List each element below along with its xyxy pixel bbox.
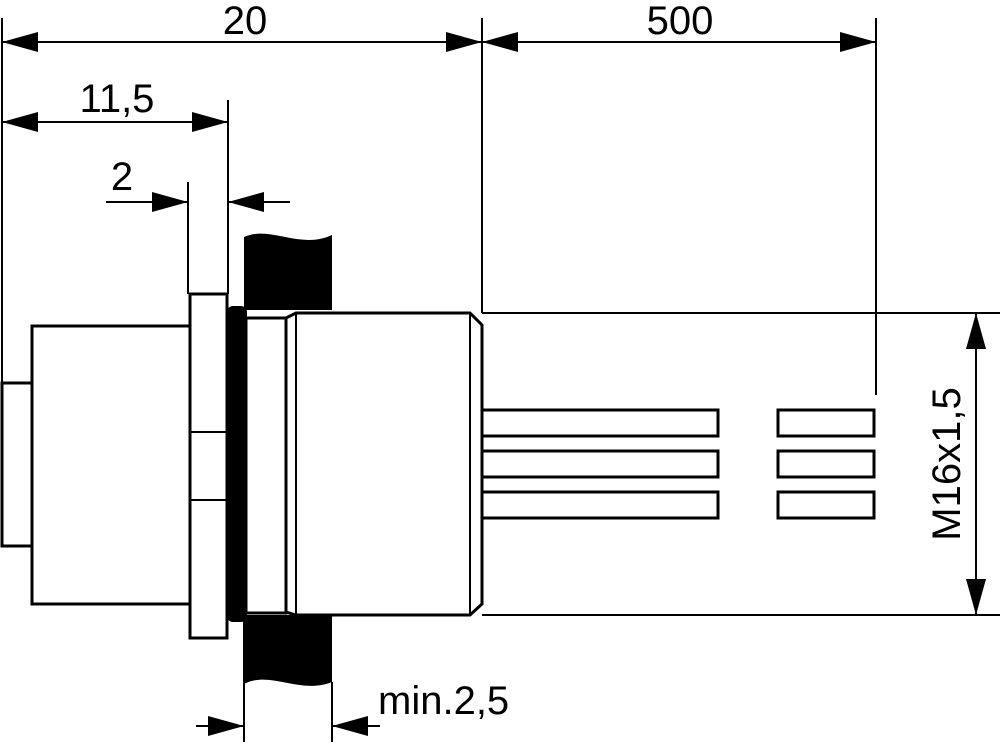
dimension-wall-thickness: min.2,5: [196, 679, 509, 736]
wire-3-far: [776, 490, 876, 520]
dimension-label-20: 20: [223, 0, 268, 43]
wire-1-near: [480, 408, 720, 438]
dimension-label-2: 2: [111, 155, 133, 199]
dimension-label-thread: M16x1,5: [925, 387, 969, 540]
threaded-housing: [284, 311, 484, 617]
dimension-label-500: 500: [647, 0, 714, 43]
dimension-flange-thickness: 2: [106, 155, 290, 212]
o-ring-seal: [227, 306, 247, 622]
dimension-overall-length: 20: [2, 0, 482, 52]
wire-2-far: [776, 449, 876, 479]
dimension-label-11-5: 11,5: [80, 77, 155, 121]
panel-wall-upper: [244, 233, 332, 310]
dimension-front-to-flange: 11,5: [2, 77, 228, 132]
dimension-label-wall: min.2,5: [378, 679, 509, 723]
wire-1-far: [776, 408, 876, 438]
rear-body: [30, 324, 192, 606]
cable-wires: [480, 408, 876, 520]
wire-3-near: [480, 490, 720, 520]
rear-cap: [0, 381, 36, 548]
panel-wall-lower: [244, 615, 332, 686]
flange-nut: [188, 292, 229, 640]
extension-lines: [1, 18, 1000, 742]
dimension-cable-length: 500: [482, 0, 876, 52]
thread-collar: [244, 316, 288, 615]
wire-2-near: [480, 449, 720, 479]
dimension-thread: M16x1,5: [925, 313, 986, 615]
